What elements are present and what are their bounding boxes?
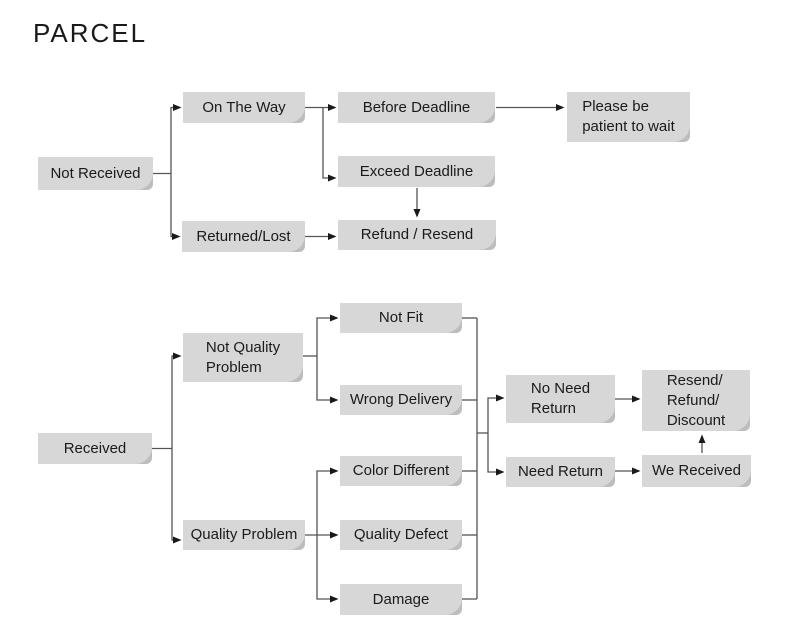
- node-color-different: Color Different: [340, 456, 462, 486]
- node-label: Exceed Deadline: [359, 162, 474, 180]
- node-label: Color Different: [352, 462, 450, 479]
- node-label: We Received: [652, 462, 741, 479]
- node-label: On The Way: [202, 98, 286, 116]
- node-label: Before Deadline: [362, 98, 471, 116]
- node-on-the-way: On The Way: [183, 92, 305, 123]
- node-label: Refund / Resend: [360, 226, 474, 243]
- node-refund-resend: Refund / Resend: [338, 220, 496, 250]
- node-label: Returned/Lost: [196, 227, 291, 245]
- node-not-fit: Not Fit: [340, 303, 462, 333]
- node-wrong-delivery: Wrong Delivery: [340, 385, 462, 415]
- node-label: Received: [63, 439, 127, 457]
- node-not-quality-problem: Not Quality Problem: [183, 333, 303, 382]
- node-label: Quality Problem: [190, 526, 298, 543]
- node-label: Please be patient to wait: [582, 98, 675, 135]
- node-need-return: Need Return: [506, 457, 615, 487]
- node-label: Damage: [372, 590, 430, 608]
- node-label: Not Fit: [378, 309, 424, 326]
- node-label: Need Return: [517, 463, 604, 480]
- node-please-be-patient: Please be patient to wait: [567, 92, 690, 142]
- node-received: Received: [38, 433, 152, 464]
- page-title: PARCEL: [33, 18, 148, 48]
- node-not-received: Not Received: [38, 157, 153, 190]
- node-returned-lost: Returned/Lost: [182, 221, 305, 252]
- node-label: Not Received: [50, 164, 141, 182]
- node-quality-problem: Quality Problem: [183, 520, 305, 550]
- node-before-deadline: Before Deadline: [338, 92, 495, 123]
- node-label: Quality Defect: [353, 526, 449, 543]
- node-damage: Damage: [340, 584, 462, 615]
- node-label: Resend/ Refund/ Discount: [666, 371, 726, 429]
- node-label: Not Quality Problem: [205, 338, 281, 376]
- node-exceed-deadline: Exceed Deadline: [338, 156, 495, 187]
- node-we-received: We Received: [642, 455, 751, 487]
- node-resend-refund-discount: Resend/ Refund/ Discount: [642, 370, 750, 431]
- node-quality-defect: Quality Defect: [340, 520, 462, 550]
- node-label: No Need Return: [530, 380, 591, 417]
- node-label: Wrong Delivery: [349, 391, 453, 408]
- node-no-need-return: No Need Return: [506, 375, 615, 423]
